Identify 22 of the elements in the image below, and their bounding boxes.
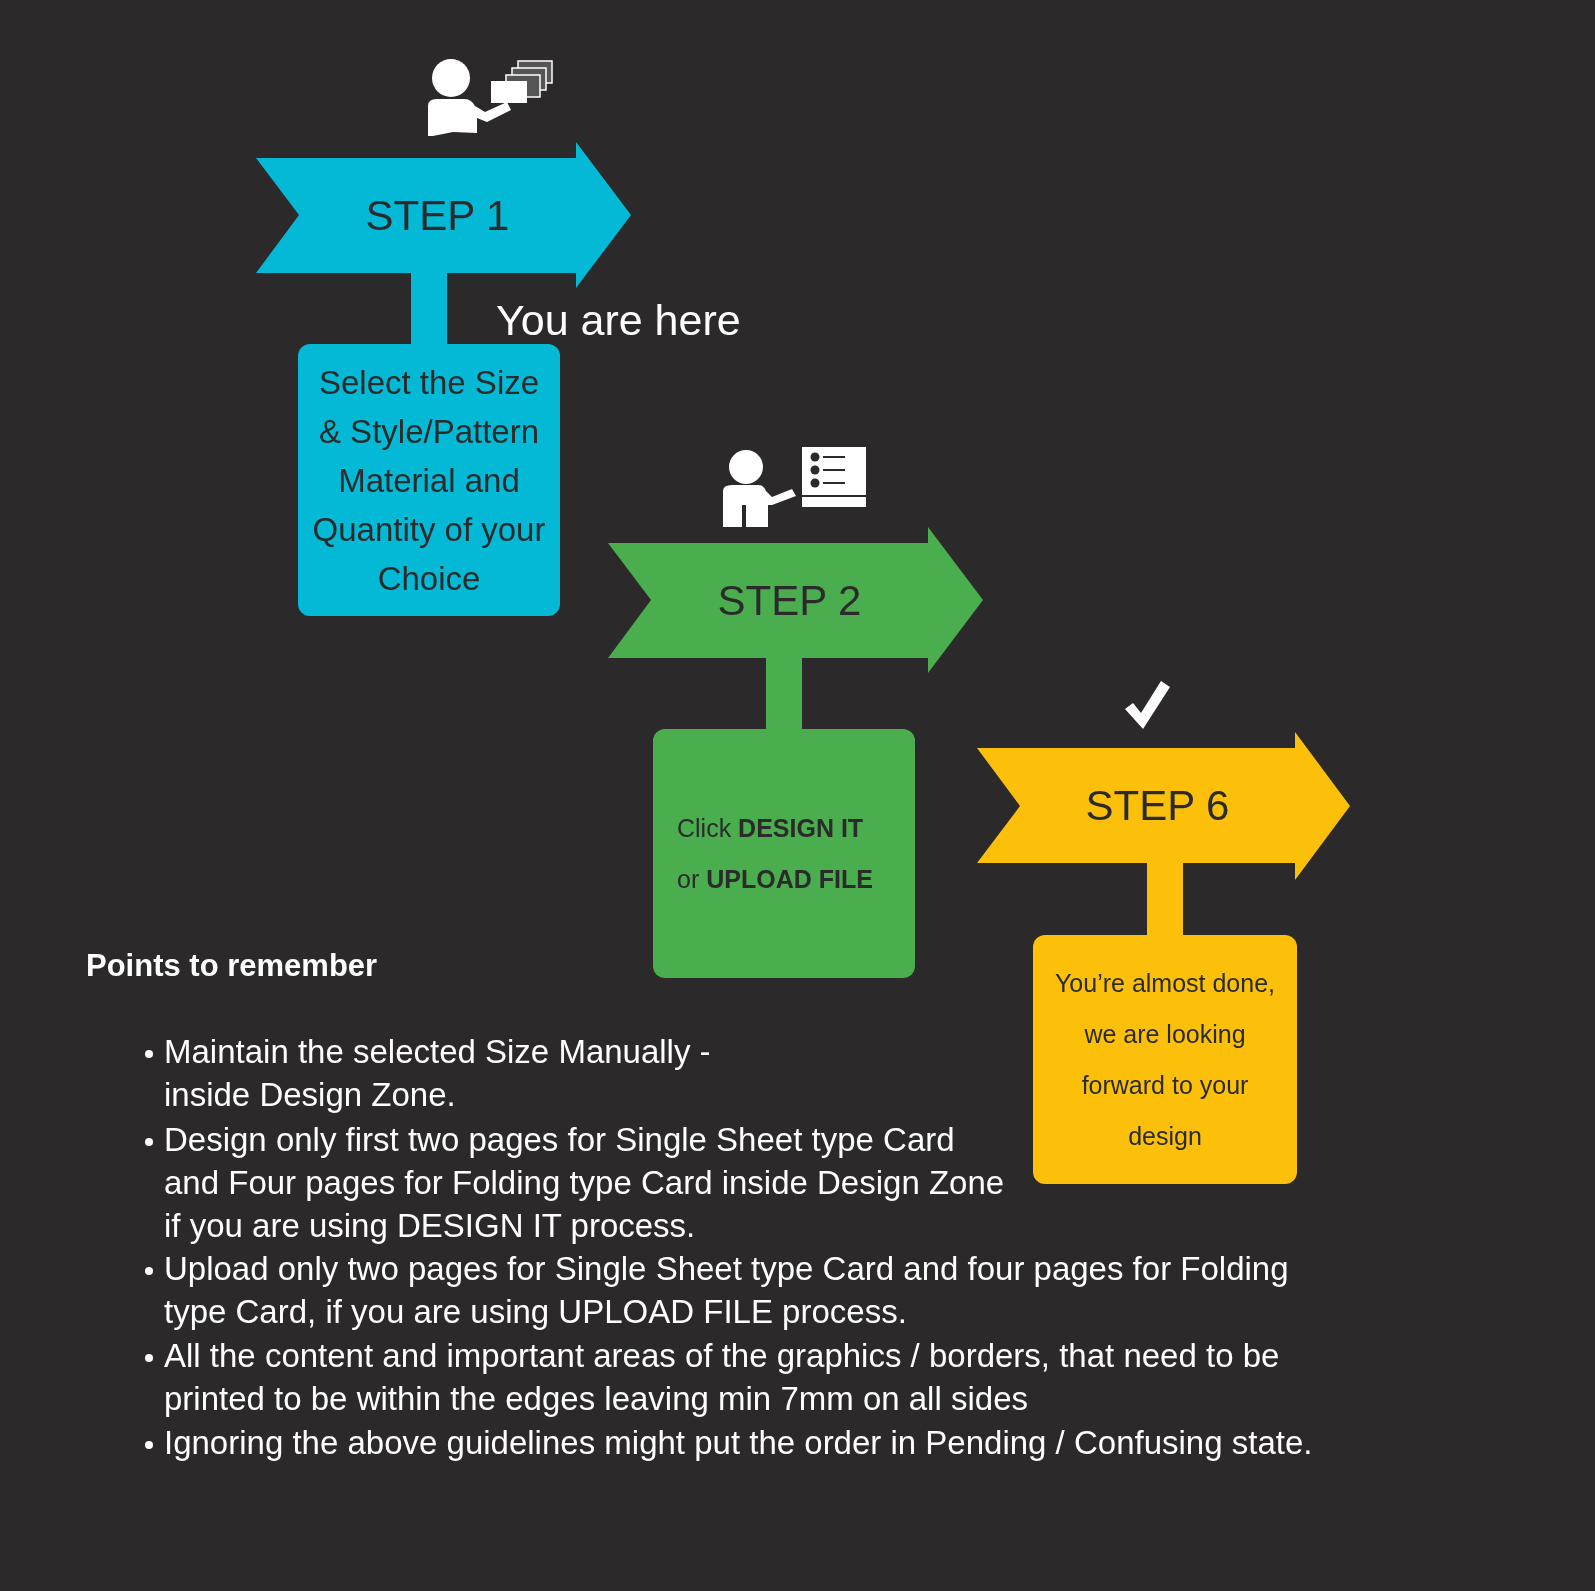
guideline-text: Maintain the selected Size Manually - inside Design Zone. <box>164 1032 712 1115</box>
guideline-text: Design only first two pages for Single Sheet type Card and Four pages for Folding type Card inside Design Zone if you are using DESIGN IT process. <box>164 1120 1006 1246</box>
guideline-text: All the content and important areas of the graphics / borders, that need to be printed to be within the edges leaving min 7mm on all sides <box>164 1336 1281 1419</box>
connector-stem <box>411 273 447 344</box>
step-arrow-banner <box>256 142 631 288</box>
connector-stem <box>766 658 802 729</box>
guideline-text: Upload only two pages for Single Sheet type Card and four pages for Folding type Card, if you are using UPLOAD FILE process. <box>164 1249 1290 1332</box>
step-arrow-banner <box>977 732 1350 880</box>
section-heading: Points to remember <box>86 947 378 985</box>
step-description-box <box>653 729 915 978</box>
step-description: You’re almost done, we are looking forward to your design <box>1053 967 1277 1152</box>
you-are-here-note: You are here <box>496 295 741 346</box>
connector-stem <box>1147 863 1183 935</box>
guideline-text: Ignoring the above guidelines might put the order in Pending / Confusing state. <box>164 1423 1314 1463</box>
step-title: STEP 1 <box>365 191 510 241</box>
step-title: STEP 6 <box>1085 781 1230 831</box>
step-description: Select the Size & Style/Pattern Material and Quantity of your Choice <box>311 362 547 599</box>
step-description-box <box>1033 935 1297 1184</box>
step-description-box <box>298 344 560 616</box>
step-description: Click DESIGN IT or UPLOAD FILE <box>677 812 874 895</box>
step-title: STEP 2 <box>717 576 862 626</box>
step-arrow-banner <box>608 527 983 673</box>
